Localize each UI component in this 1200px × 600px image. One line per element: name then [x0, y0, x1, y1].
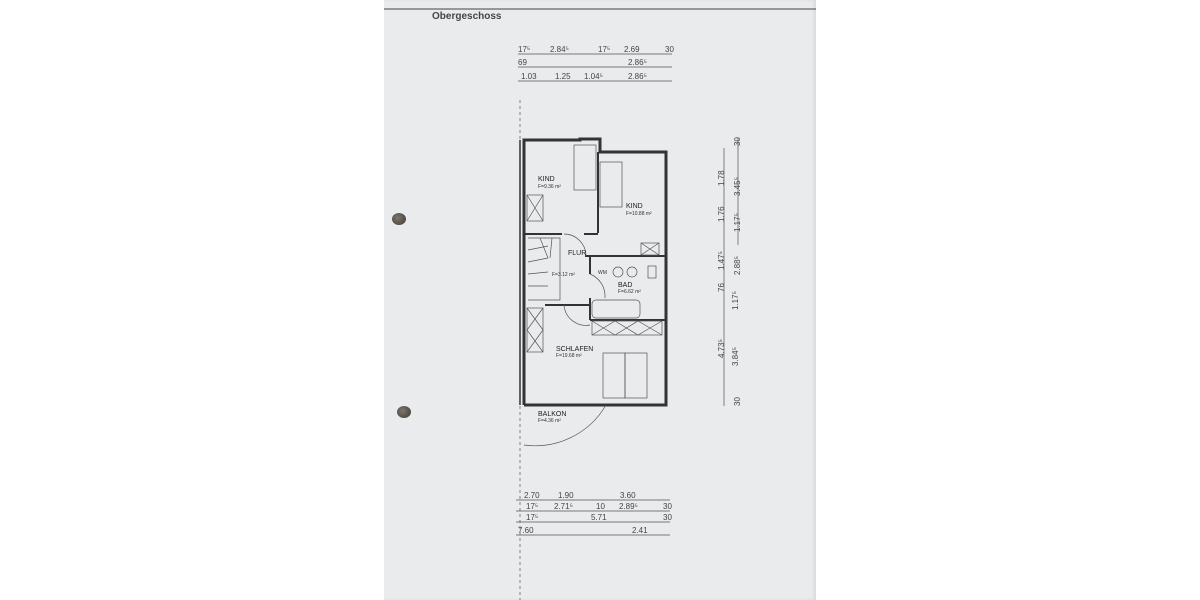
- svg-text:F=3.12 m²: F=3.12 m²: [552, 272, 575, 278]
- svg-text:30: 30: [733, 137, 742, 146]
- svg-text:1.47⁵: 1.47⁵: [717, 251, 726, 270]
- dimensions-top: 17⁵ 2.84⁵ 17⁵ 2.69 30 69 2.86⁵ 1.03 1.25…: [518, 45, 674, 600]
- svg-text:3.45⁵: 3.45⁵: [733, 177, 742, 196]
- svg-text:1.17⁵: 1.17⁵: [733, 213, 742, 232]
- svg-text:17⁵: 17⁵: [526, 513, 538, 522]
- svg-text:30: 30: [665, 45, 674, 54]
- svg-text:2.88⁵: 2.88⁵: [733, 256, 742, 275]
- svg-text:BAD: BAD: [618, 282, 632, 289]
- svg-text:F=9.36 m²: F=9.36 m²: [538, 184, 561, 190]
- svg-text:2.86⁵: 2.86⁵: [628, 58, 647, 67]
- svg-text:17⁵: 17⁵: [526, 502, 538, 511]
- svg-text:KIND: KIND: [626, 203, 643, 210]
- svg-text:5.71: 5.71: [591, 513, 607, 522]
- washing-machine-label: WM: [598, 270, 607, 276]
- svg-text:1.76: 1.76: [717, 206, 726, 222]
- svg-text:SCHLAFEN: SCHLAFEN: [556, 346, 593, 353]
- svg-text:F=6.62 m²: F=6.62 m²: [618, 289, 641, 295]
- svg-text:2.70: 2.70: [524, 491, 540, 500]
- room-balkon: BALKON F=4.36 m²: [538, 411, 566, 424]
- svg-text:17⁵: 17⁵: [598, 45, 610, 54]
- svg-text:69: 69: [518, 58, 527, 67]
- svg-text:1.90: 1.90: [558, 491, 574, 500]
- room-kind-1: KIND F=9.36 m²: [538, 176, 561, 190]
- page-title: Obergeschoss: [432, 11, 502, 22]
- svg-text:7.60: 7.60: [518, 526, 534, 535]
- svg-text:4.73⁵: 4.73⁵: [717, 339, 726, 358]
- svg-text:BALKON: BALKON: [538, 411, 566, 418]
- svg-text:1.17⁵: 1.17⁵: [731, 291, 740, 310]
- punch-hole: [397, 406, 411, 418]
- svg-text:2.71⁵: 2.71⁵: [554, 502, 573, 511]
- svg-text:3.84⁵: 3.84⁵: [731, 347, 740, 366]
- room-schlafen: SCHLAFEN F=19.68 m²: [556, 346, 593, 359]
- svg-text:1.25: 1.25: [555, 72, 571, 81]
- svg-text:30: 30: [663, 502, 672, 511]
- room-kind-2: KIND F=10.88 m²: [626, 203, 652, 217]
- svg-text:2.69: 2.69: [624, 45, 640, 54]
- svg-text:1.03: 1.03: [521, 72, 537, 81]
- furniture: [523, 144, 663, 447]
- punch-hole: [392, 213, 406, 225]
- svg-text:2.86⁵: 2.86⁵: [628, 72, 647, 81]
- svg-text:F=19.68 m²: F=19.68 m²: [556, 353, 582, 359]
- svg-text:30: 30: [733, 397, 742, 406]
- walls: [519, 137, 668, 407]
- svg-text:17⁵: 17⁵: [518, 45, 530, 54]
- dimensions-bottom: 2.70 1.90 3.60 17⁵ 2.71⁵ 10 2.89⁵ 30 17⁵…: [516, 491, 672, 536]
- svg-text:10: 10: [596, 502, 605, 511]
- svg-text:F=4.36 m²: F=4.36 m²: [538, 418, 561, 424]
- room-bad: BAD F=6.62 m² WM: [598, 270, 641, 295]
- dimensions-right: 30 1.78 1.76 1.47⁵ 76 4.73⁵ 30 3.45⁵ 1.1…: [717, 137, 742, 406]
- room-flur: FLUR F=3.12 m²: [552, 250, 586, 278]
- svg-text:1.04⁵: 1.04⁵: [584, 72, 603, 81]
- svg-text:30: 30: [663, 513, 672, 522]
- svg-text:2.84⁵: 2.84⁵: [550, 45, 569, 54]
- svg-text:3.60: 3.60: [620, 491, 636, 500]
- svg-text:2.41: 2.41: [632, 526, 648, 535]
- svg-text:KIND: KIND: [538, 176, 555, 183]
- svg-text:76: 76: [717, 283, 726, 292]
- svg-text:2.89⁵: 2.89⁵: [619, 502, 638, 511]
- svg-text:F=10.88 m²: F=10.88 m²: [626, 211, 652, 217]
- svg-text:FLUR: FLUR: [568, 250, 586, 257]
- svg-text:1.78: 1.78: [717, 170, 726, 186]
